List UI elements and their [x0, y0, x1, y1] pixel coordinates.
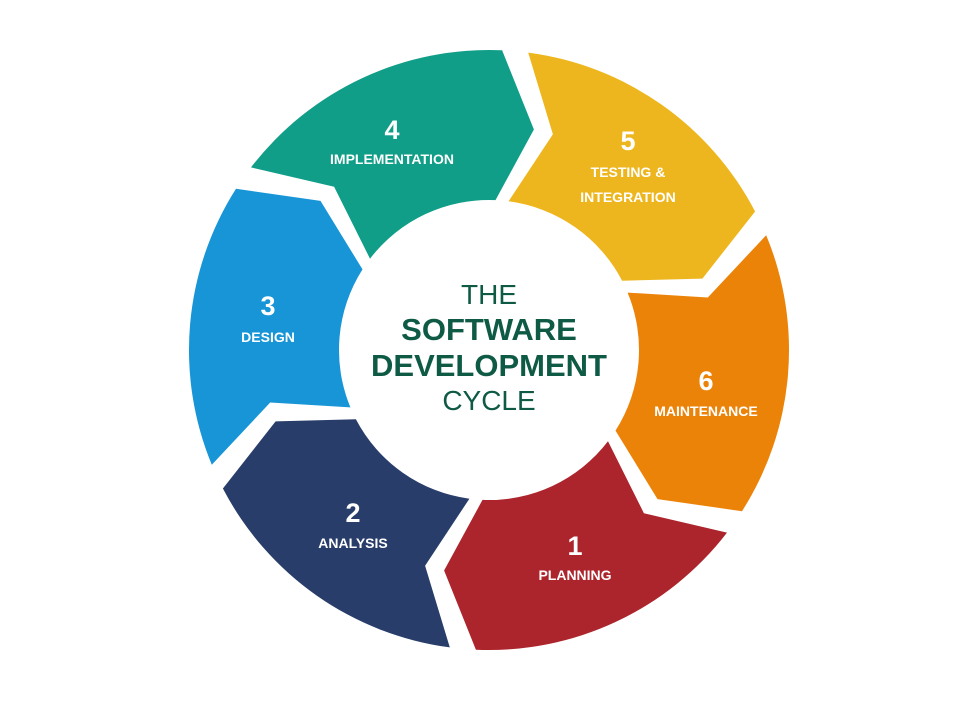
stage-4-implementation: 4 IMPLEMENTATION — [330, 115, 454, 167]
segment-planning — [444, 441, 727, 650]
segment-maintenance — [615, 235, 790, 512]
stage-number: 4 — [384, 115, 399, 145]
segment-analysis — [222, 419, 470, 648]
title-the: THE — [461, 279, 517, 310]
stage-label: ANALYSIS — [318, 535, 388, 551]
title-development: DEVELOPMENT — [371, 348, 607, 383]
stage-label-line1: TESTING & — [591, 164, 666, 180]
stage-label: IMPLEMENTATION — [330, 151, 454, 167]
stage-2-analysis: 2 ANALYSIS — [318, 498, 388, 551]
stage-label: DESIGN — [241, 329, 295, 345]
title-cycle: CYCLE — [442, 385, 535, 416]
stage-number: 6 — [698, 366, 713, 396]
stage-3-design: 3 DESIGN — [241, 291, 295, 345]
segment-implementation — [251, 50, 534, 259]
stage-6-maintenance: 6 MAINTENANCE — [654, 366, 757, 419]
stage-5-testing-integration: 5 TESTING & INTEGRATION — [580, 126, 675, 205]
stage-label: PLANNING — [538, 567, 611, 583]
title-software: SOFTWARE — [401, 312, 577, 347]
stage-number: 3 — [260, 291, 275, 321]
segment-design — [188, 188, 363, 465]
segment-testing — [508, 52, 756, 281]
stage-number: 5 — [620, 126, 635, 156]
stage-number: 1 — [567, 531, 582, 561]
stage-label-line2: INTEGRATION — [580, 189, 675, 205]
center-title: THE SOFTWARE DEVELOPMENT CYCLE — [371, 279, 607, 416]
stage-label: MAINTENANCE — [654, 403, 757, 419]
stage-1-planning: 1 PLANNING — [538, 531, 611, 583]
stage-number: 2 — [345, 498, 360, 528]
